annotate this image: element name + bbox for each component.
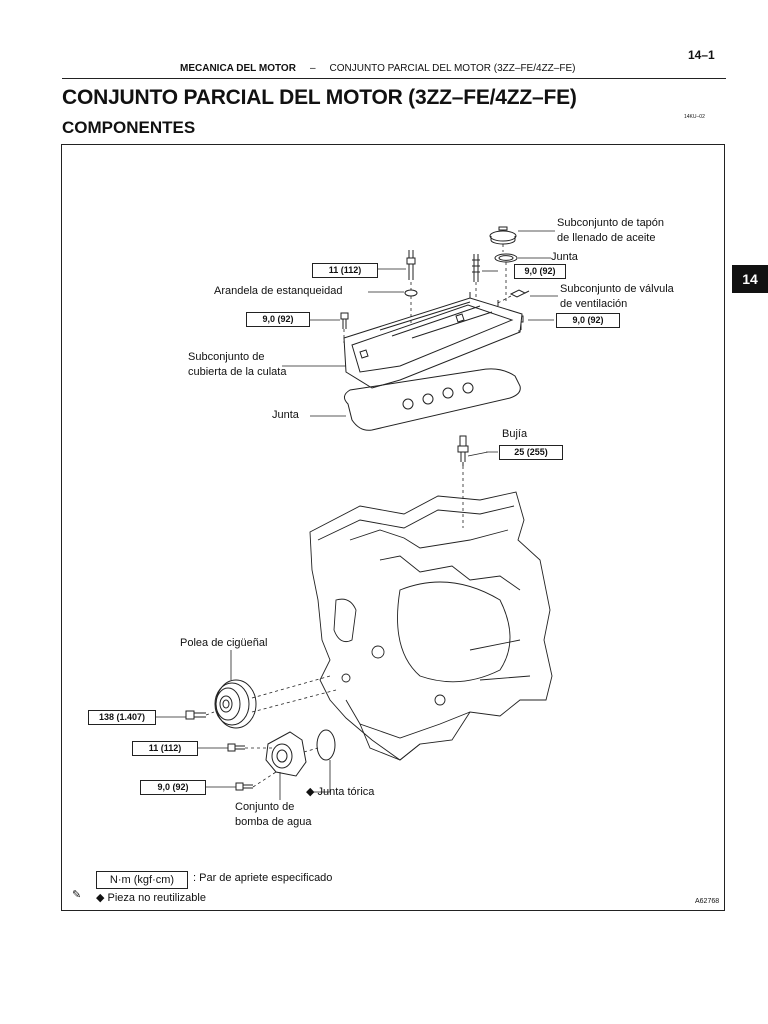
legend-torque-unit: N·m (kgf·cm) (96, 871, 188, 889)
label-head-cover-line1: Subconjunto de (188, 351, 265, 363)
reference-code: 14KU–02 (684, 114, 705, 120)
water-pump (265, 731, 307, 777)
label-water-pump: Conjunto de bomba de agua (235, 800, 311, 830)
torque-box-crank-bolt: 138 (1.407) (88, 710, 156, 725)
top-bolt (406, 250, 416, 280)
label-oil-filler-cap: Subconjunto de tapón de llenado de aceit… (557, 216, 664, 246)
running-header: MECANICA DEL MOTOR – CONJUNTO PARCIAL DEL … (180, 63, 575, 74)
page-number: 14–1 (688, 48, 715, 62)
label-o-ring: ◆ Junta tórica (306, 786, 375, 798)
engine-block (309, 491, 553, 761)
pcv-stud (472, 254, 480, 282)
label-head-cover: Subconjunto de cubierta de la culata (188, 350, 286, 380)
seal-washer (404, 289, 418, 297)
notepad-icon: ✎ (72, 889, 82, 901)
label-spark-plug: Bujía (502, 428, 528, 440)
label-gasket-cover: Junta (272, 409, 299, 421)
o-ring (316, 729, 336, 761)
torque-box-pump-bolt-b: 9,0 (92) (140, 780, 206, 795)
section-tab[interactable]: 14 (732, 265, 768, 293)
crank-bolt (185, 710, 206, 720)
torque-box-cover-right: 9,0 (92) (556, 313, 620, 328)
figure-code: A62768 (695, 898, 720, 905)
label-gasket-top: Junta (551, 251, 578, 263)
leader-lines (155, 230, 558, 800)
cylinder-head-cover (343, 292, 523, 389)
torque-box-cover-left: 9,0 (92) (246, 312, 310, 327)
torque-box-spark-plug: 25 (255) (499, 445, 563, 460)
figure-frame (61, 144, 725, 911)
spark-plug (457, 435, 469, 466)
cover-bolt-left (340, 312, 349, 329)
torque-box-pcv: 9,0 (92) (514, 264, 566, 279)
running-header-section: MECANICA DEL MOTOR (180, 63, 296, 74)
pump-bolt-a (227, 743, 245, 752)
label-oil-filler-cap-line2: de llenado de aceite (557, 232, 656, 244)
assembly-guide-lines (205, 244, 520, 788)
torque-box-pump-bolt-a: 11 (112) (132, 741, 198, 756)
header-rule (62, 78, 726, 79)
label-water-pump-line1: Conjunto de (235, 801, 295, 813)
pump-bolt-b (235, 782, 253, 791)
legend-non-reusable: ◆ Pieza no reutilizable (96, 892, 206, 904)
label-water-pump-line2: bomba de agua (235, 816, 312, 828)
page-title: CONJUNTO PARCIAL DEL MOTOR (3ZZ–FE/4ZZ–F… (62, 86, 577, 109)
legend-torque-text: : Par de apriete especificado (193, 872, 333, 884)
label-pcv-valve: Subconjunto de válvula de ventilación (560, 282, 674, 312)
crankshaft-pulley (214, 679, 257, 729)
section-subtitle: COMPONENTES (62, 118, 196, 137)
cover-gasket (344, 368, 521, 431)
oil-filler-cap (489, 226, 517, 245)
running-header-subsection: CONJUNTO PARCIAL DEL MOTOR (3ZZ–FE/4ZZ–F… (329, 63, 576, 74)
label-pcv-valve-line2: de ventilación (560, 298, 628, 310)
label-seal-washer: Arandela de estanqueidad (214, 285, 343, 297)
label-head-cover-line2: cubierta de la culata (188, 366, 287, 378)
label-crank-pulley: Polea de cigüeñal (180, 637, 268, 649)
label-pcv-valve-line1: Subconjunto de válvula (560, 283, 674, 295)
label-oil-filler-cap-line1: Subconjunto de tapón (557, 217, 665, 229)
running-header-separator: – (309, 63, 316, 74)
filler-gasket-ring (494, 253, 518, 263)
pcv-valve (509, 289, 530, 298)
torque-box-top-bolt: 11 (112) (312, 263, 378, 278)
